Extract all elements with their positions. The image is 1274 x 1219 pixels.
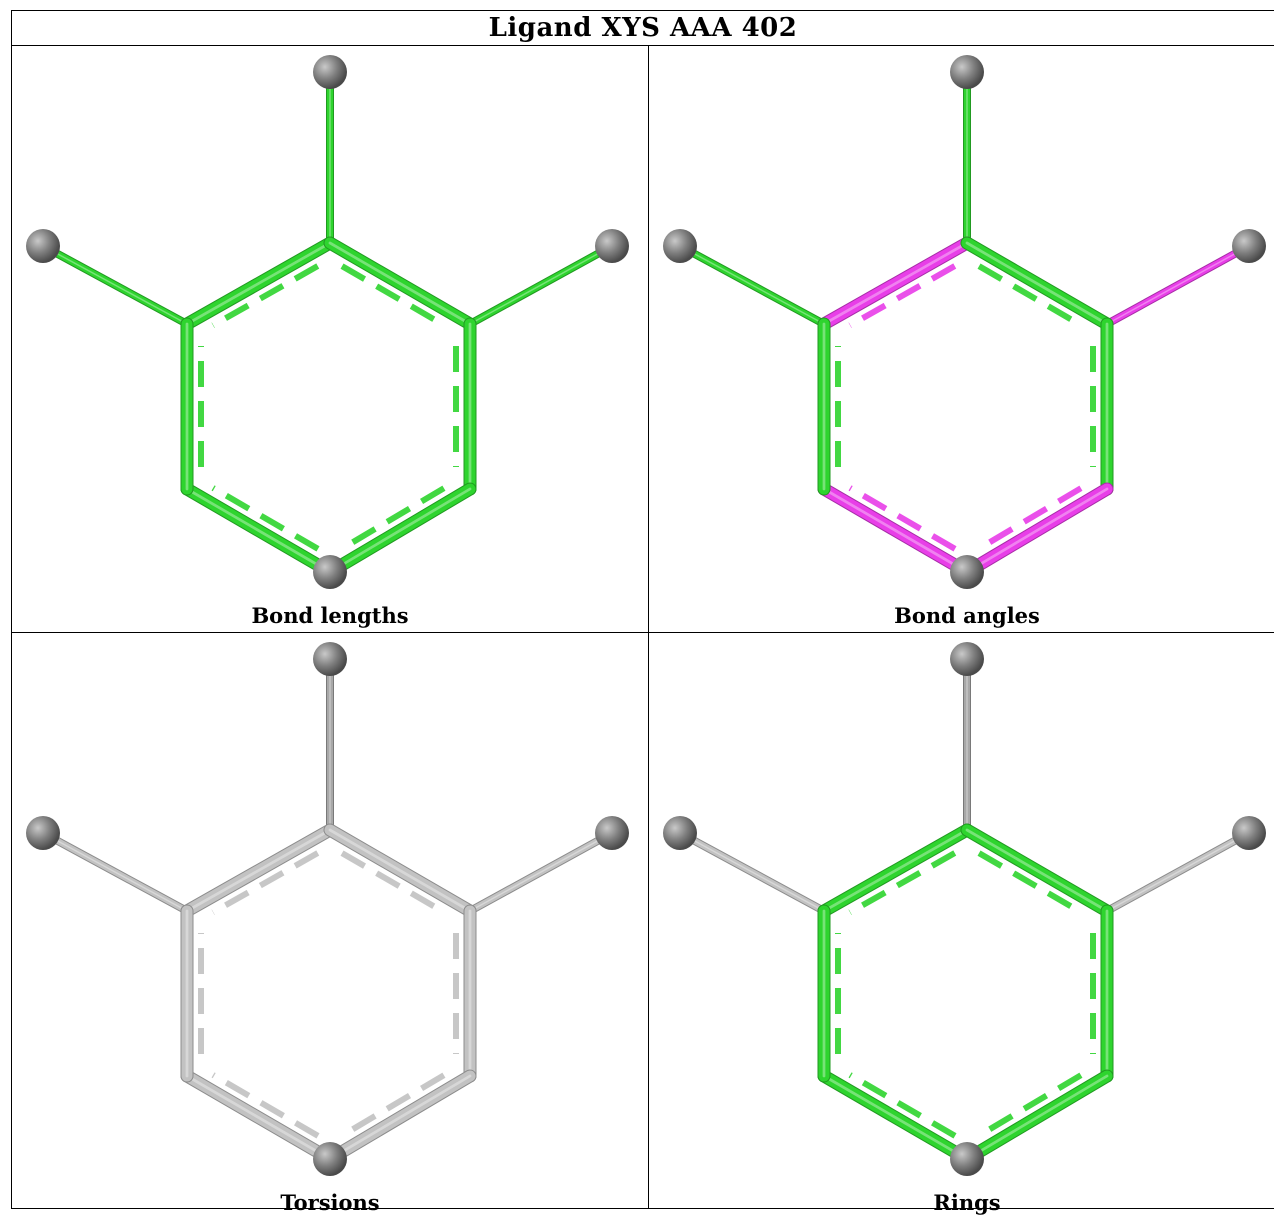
atom-sphere — [950, 642, 984, 676]
aromatic-dash — [211, 485, 320, 552]
ring-bond — [817, 1069, 974, 1166]
ring-bond — [960, 482, 1114, 579]
atom-sphere — [663, 816, 697, 850]
panel-torsions: Torsions — [12, 633, 648, 1219]
panel-caption: Torsions — [280, 1190, 380, 1215]
atom-sphere — [950, 1142, 984, 1176]
panel-caption: Rings — [933, 1190, 1001, 1215]
ring-bond — [180, 1069, 337, 1166]
atom-sphere — [1232, 816, 1266, 850]
aromatic-dash — [211, 850, 320, 915]
substituent-bond — [466, 829, 616, 915]
atom-sphere — [313, 1142, 347, 1176]
atom-sphere — [950, 555, 984, 589]
aromatic-dash — [848, 485, 957, 552]
atom-sphere — [595, 229, 629, 263]
panel-caption: Bond lengths — [251, 603, 409, 628]
ring-bond — [180, 823, 337, 918]
atom-sphere — [313, 642, 347, 676]
molecule-view — [663, 55, 1266, 589]
substituent-bond — [676, 242, 828, 328]
substituent-bond — [1103, 829, 1253, 915]
molecule-view — [26, 55, 629, 589]
aromatic-dash — [340, 263, 446, 328]
aromatic-dash — [848, 850, 957, 915]
molecule-view — [663, 642, 1266, 1176]
panel-caption: Bond angles — [894, 603, 1040, 628]
ring-bond — [960, 1069, 1114, 1166]
aromatic-dash — [977, 850, 1083, 915]
molecule-view — [26, 642, 629, 1176]
ring-bond — [323, 823, 477, 918]
atom-sphere — [1232, 229, 1266, 263]
ring-bond — [323, 1069, 477, 1166]
aromatic-dash — [848, 263, 957, 328]
substituent-bond — [39, 829, 191, 915]
grid-divider-horizontal — [12, 632, 1274, 633]
ring-bond — [817, 482, 974, 579]
ring-bond — [323, 236, 477, 331]
aromatic-dash — [340, 850, 446, 915]
ring-bond — [180, 482, 337, 579]
figure-title: Ligand XYS AAA 402 — [488, 13, 798, 43]
ring-bond — [960, 236, 1114, 331]
panel-bond-angles: Bond angles — [649, 46, 1274, 632]
atom-sphere — [26, 816, 60, 850]
grid-divider-vertical — [648, 46, 649, 1209]
atom-sphere — [313, 55, 347, 89]
ring-bond — [817, 236, 974, 331]
ring-bond — [817, 823, 974, 918]
aromatic-dash — [340, 1072, 446, 1139]
panel-rings: Rings — [649, 633, 1274, 1219]
atom-sphere — [595, 816, 629, 850]
atom-sphere — [663, 229, 697, 263]
substituent-bond — [466, 242, 616, 328]
aromatic-dash — [211, 263, 320, 328]
aromatic-dash — [211, 1072, 320, 1139]
aromatic-dash — [977, 1072, 1083, 1139]
atom-sphere — [313, 555, 347, 589]
substituent-bond — [676, 829, 828, 915]
panel-bond-lengths: Bond lengths — [12, 46, 648, 632]
aromatic-dash — [340, 485, 446, 552]
aromatic-dash — [977, 485, 1083, 552]
panel-grid: Bond lengths Bond angles Torsions Rings — [12, 46, 1274, 1215]
figure-frame: Ligand XYS AAA 402 Bond lengths Bond ang… — [11, 10, 1274, 1215]
substituent-bond — [39, 242, 191, 328]
title-row: Ligand XYS AAA 402 — [12, 11, 1274, 46]
aromatic-dash — [848, 1072, 957, 1139]
ring-bond — [180, 236, 337, 331]
atom-sphere — [950, 55, 984, 89]
ring-bond — [323, 482, 477, 579]
atom-sphere — [26, 229, 60, 263]
substituent-bond — [1103, 242, 1253, 328]
aromatic-dash — [977, 263, 1083, 328]
ring-bond — [960, 823, 1114, 918]
